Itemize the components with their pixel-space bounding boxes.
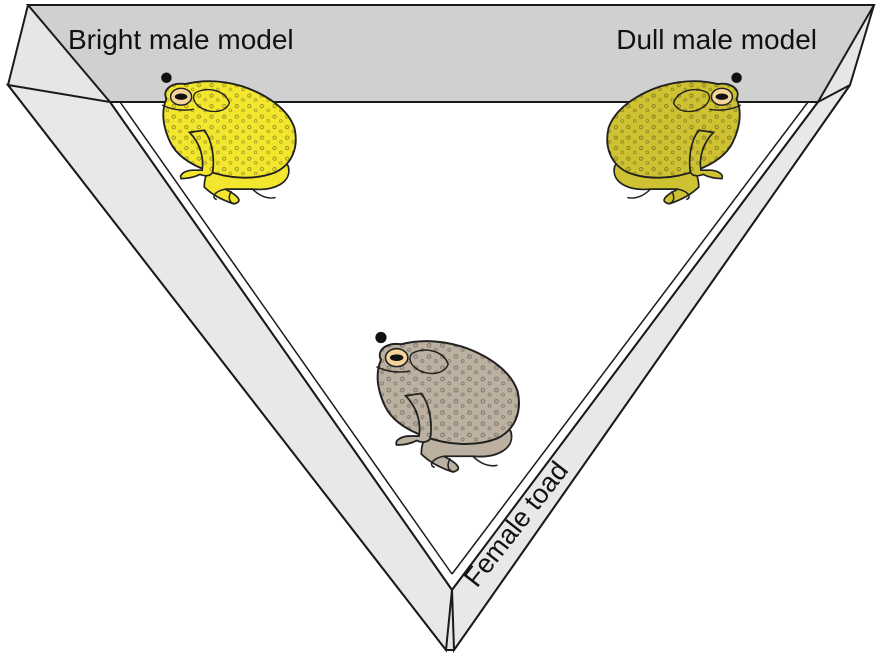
bright-male-model-label: Bright male model [68,24,294,56]
dull-male-model-label: Dull male model [616,24,817,56]
